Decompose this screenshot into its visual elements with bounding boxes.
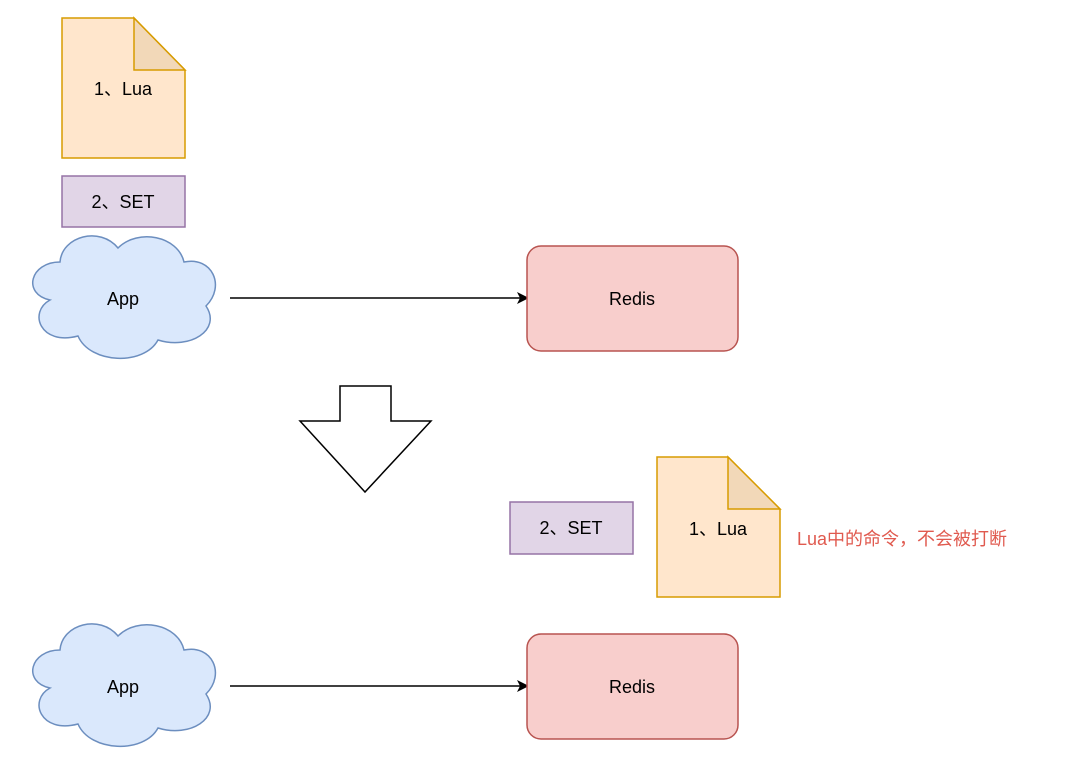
lua-document-label: 1、Lua xyxy=(689,519,748,539)
document-fold xyxy=(133,16,187,71)
redis-box-shape xyxy=(526,633,739,740)
atomicity-note: Lua中的命令，不会被打断 xyxy=(797,529,1007,549)
redis-box-top: Redis xyxy=(526,245,739,352)
redis-label: Redis xyxy=(609,677,655,697)
app-label: App xyxy=(107,677,139,697)
app-cloud-bottom: App xyxy=(32,623,217,748)
document-fold xyxy=(727,455,782,510)
set-box-shape xyxy=(61,175,186,228)
lua-document-bottom: 1、Lua xyxy=(656,455,782,598)
set-box-shape xyxy=(509,501,634,555)
lua-document-label: 1、Lua xyxy=(94,79,153,99)
cloud-shape xyxy=(32,235,217,360)
set-box-top: 2、SET xyxy=(61,175,186,228)
lua-document-top: 1、Lua xyxy=(61,16,187,159)
app-label: App xyxy=(107,289,139,309)
set-box-bottom: 2、SET xyxy=(509,501,634,555)
transition-down-arrow xyxy=(298,385,433,494)
redis-label: Redis xyxy=(609,289,655,309)
app-cloud-top: App xyxy=(32,235,217,360)
cloud-shape xyxy=(32,623,217,748)
set-box-label: 2、SET xyxy=(91,192,154,212)
set-box-label: 2、SET xyxy=(539,518,602,538)
redis-box-shape xyxy=(526,245,739,352)
redis-box-bottom: Redis xyxy=(526,633,739,740)
